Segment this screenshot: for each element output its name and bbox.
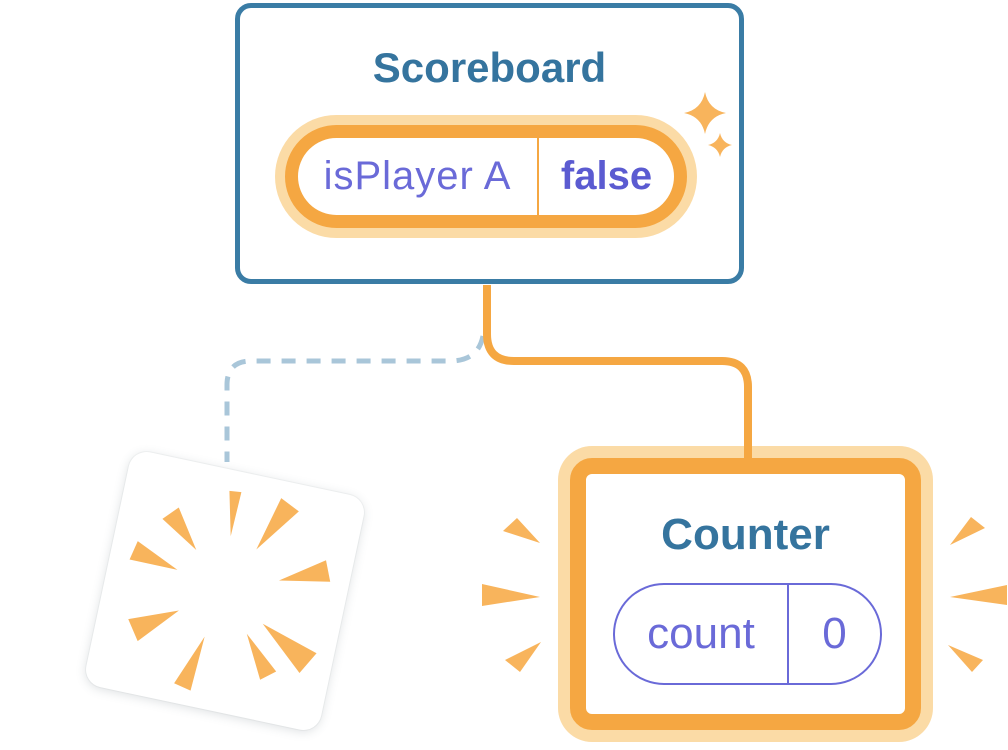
scoreboard-state-value: false [560, 154, 653, 198]
counter-state-label: count [647, 609, 755, 658]
counter-state-value: 0 [822, 609, 847, 658]
counter-state-pill: count 0 [613, 583, 882, 685]
emphasis-marks-right-icon [948, 517, 1007, 672]
kept-branch-connector-icon [483, 285, 752, 459]
destroyed-component-card [82, 448, 368, 734]
emphasis-marks-left-icon [482, 518, 541, 672]
pill-divider [787, 585, 789, 683]
scoreboard-state-pill: isPlayer A false [285, 125, 687, 228]
counter-title: Counter [661, 510, 830, 559]
pill-divider [537, 138, 539, 215]
scoreboard-state-label: isPlayer A [323, 154, 512, 198]
removed-branch-connector-icon [224, 335, 486, 462]
scoreboard-title: Scoreboard [372, 44, 607, 91]
explosion-burst-icon [128, 490, 331, 691]
